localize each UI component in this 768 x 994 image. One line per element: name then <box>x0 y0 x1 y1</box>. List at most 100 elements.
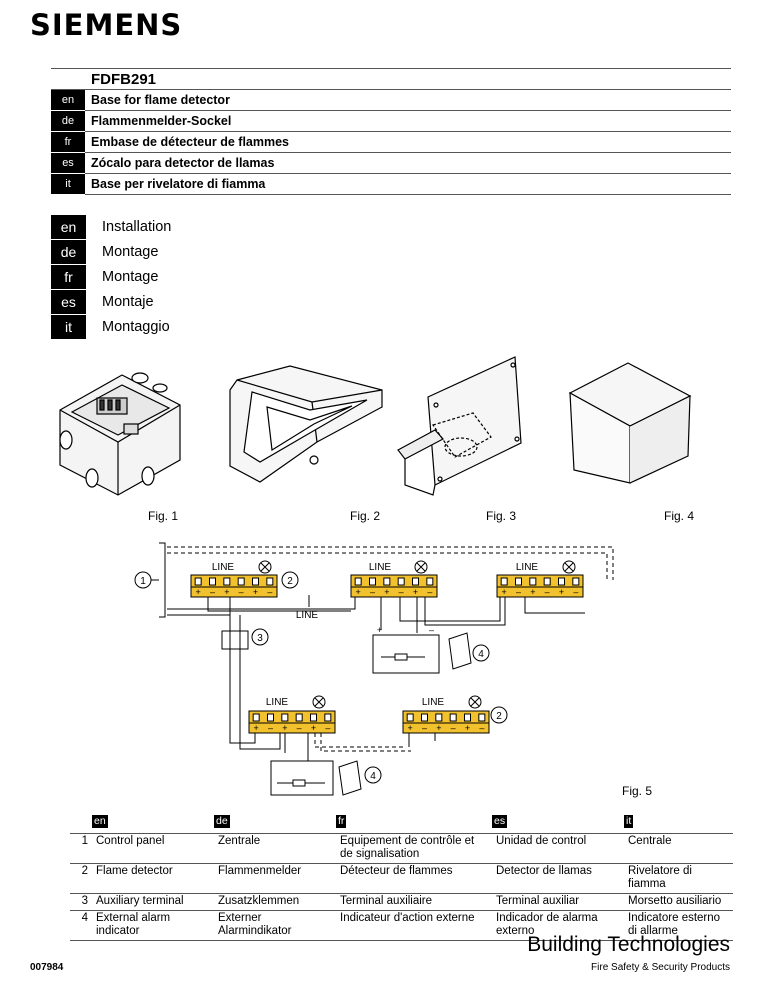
lang-badge: fr <box>336 815 347 828</box>
line-label: LINE <box>422 697 445 708</box>
line-label: LINE <box>369 562 392 573</box>
lang-badge: de <box>51 110 85 132</box>
plus-sign: + <box>377 625 382 635</box>
plus-sign: + <box>413 587 418 597</box>
flame-detector-terminal-3: LINE +–+–+– <box>496 560 584 598</box>
plus-sign: + <box>311 723 316 733</box>
terminal-pin <box>237 577 245 586</box>
plus-sign: + <box>559 587 564 597</box>
lang-badge: es <box>51 152 85 174</box>
line-label: LINE <box>516 562 539 573</box>
figure-caption: Fig. 1 <box>148 509 179 523</box>
lang-badge: en <box>51 89 85 111</box>
callout-2: 2 <box>496 711 502 722</box>
wiring-diagram: 1 LINE +–+–+– 2 LINE +–+–+– LINE +–+–+– … <box>134 542 614 796</box>
terminal-pin <box>267 713 274 722</box>
minus-sign: – <box>429 625 434 635</box>
terminal-pin <box>529 577 537 586</box>
section-title: Montage <box>102 268 159 285</box>
plus-sign: + <box>282 723 287 733</box>
wall-plate-illustration <box>397 356 522 496</box>
figure-caption: Fig. 5 <box>622 784 653 798</box>
legend-header: en de fr es it <box>70 815 733 834</box>
terminal-pin <box>572 577 580 586</box>
plus-sign: + <box>408 723 413 733</box>
terminal-pin <box>558 577 565 586</box>
terminal-pin <box>543 577 551 586</box>
lang-badge: de <box>51 239 86 264</box>
section-title: Montaggio <box>102 318 170 335</box>
plus-sign: + <box>502 587 507 597</box>
terminal-pin <box>412 577 419 586</box>
base-box-illustration <box>59 372 181 496</box>
terminal-pin <box>500 577 508 586</box>
minus-sign: – <box>268 723 273 733</box>
lang-badge: en <box>51 214 86 239</box>
figure-caption: Fig. 3 <box>486 509 517 523</box>
minus-sign: – <box>370 587 375 597</box>
product-row-fr: fr Embase de détecteur de flammes <box>51 131 731 153</box>
lang-badge: it <box>51 173 85 195</box>
minus-sign: – <box>427 587 432 597</box>
terminal-pin <box>406 713 414 722</box>
callout-2: 2 <box>287 576 293 587</box>
product-code: FDFB291 <box>85 68 731 90</box>
flame-detector-terminal-5: LINE +–+–+– <box>402 695 490 734</box>
terminal-pin <box>515 577 522 586</box>
legend-row: 3 Auxiliary terminal Zusatzklemmen Termi… <box>70 893 733 911</box>
terminal-pin <box>421 713 428 722</box>
terminal-pin <box>266 577 274 586</box>
line-label: LINE <box>296 610 319 621</box>
product-row-en: en Base for flame detector <box>51 89 731 111</box>
product-row-it: it Base per rivelatore di fiamma <box>51 173 731 195</box>
lang-badge: it <box>624 815 634 828</box>
product-name-table: FDFB291 en Base for flame detector de Fl… <box>51 68 731 195</box>
terminal-pin <box>209 577 216 586</box>
terminal-pin <box>310 713 317 722</box>
plus-sign: + <box>530 587 535 597</box>
minus-sign: – <box>451 723 456 733</box>
minus-sign: – <box>516 587 521 597</box>
plus-sign: + <box>253 587 258 597</box>
callout-1: 1 <box>140 576 146 587</box>
terminal-pin <box>369 577 376 586</box>
product-name: Embase de détecteur de flammes <box>85 131 731 153</box>
flame-detector-terminal-1: LINE +–+–+– <box>190 560 278 598</box>
line-label: LINE <box>266 697 289 708</box>
product-row-de: de Flammenmelder-Sockel <box>51 110 731 132</box>
terminal-pin <box>295 713 303 722</box>
weather-hood-illustration <box>568 362 692 484</box>
division-name: Building Technologies <box>527 933 730 956</box>
terminal-pin <box>252 713 260 722</box>
minus-sign: – <box>210 587 215 597</box>
lang-badge: fr <box>51 131 85 153</box>
product-row-es: es Zócalo para detector de llamas <box>51 152 731 174</box>
minus-sign: – <box>239 587 244 597</box>
plus-sign: + <box>196 587 201 597</box>
callout-4: 4 <box>478 649 484 660</box>
lang-badge: es <box>51 289 86 314</box>
terminal-pin <box>324 713 332 722</box>
external-indicator-circuit <box>270 760 334 796</box>
lang-badge: es <box>492 815 508 828</box>
product-name: Flammenmelder-Sockel <box>85 110 731 132</box>
minus-sign: – <box>422 723 427 733</box>
line-label: LINE <box>212 562 235 573</box>
legend-table: en de fr es it 1 Control panel Zentrale … <box>70 815 733 941</box>
terminal-pin <box>478 713 486 722</box>
plus-sign: + <box>384 587 389 597</box>
callout-4: 4 <box>370 771 376 782</box>
lang-badge: en <box>92 815 108 828</box>
terminal-pin <box>194 577 202 586</box>
product-name: Base for flame detector <box>85 89 731 111</box>
minus-sign: – <box>479 723 484 733</box>
minus-sign: – <box>399 587 404 597</box>
lang-badge: it <box>51 314 86 339</box>
terminal-pin <box>449 713 457 722</box>
section-heading-de: de Montage <box>51 239 171 264</box>
plus-sign: + <box>254 723 259 733</box>
section-title: Montage <box>102 243 159 260</box>
minus-sign: – <box>297 723 302 733</box>
